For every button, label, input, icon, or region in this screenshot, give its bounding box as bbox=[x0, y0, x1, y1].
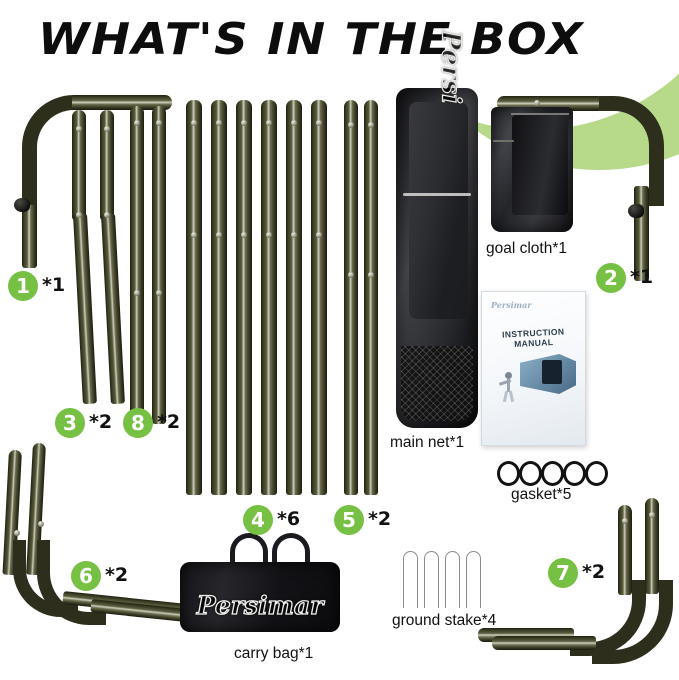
badge-part-4: 4 bbox=[243, 505, 273, 535]
badge-part-2: 2 bbox=[596, 263, 626, 293]
qty-part-6: *2 bbox=[105, 564, 129, 586]
qty-part-2: *1 bbox=[630, 266, 654, 288]
gasket-ring bbox=[497, 461, 520, 486]
ground-stake bbox=[445, 551, 460, 608]
badge-part-8: 8 bbox=[123, 408, 153, 438]
caption-gasket: gasket*5 bbox=[511, 486, 572, 503]
carry-bag-brand: Persimar bbox=[196, 591, 324, 621]
manual-player-figure bbox=[498, 372, 520, 403]
main-net-bag: Persi bbox=[396, 30, 478, 428]
goal-cloth-panel bbox=[512, 114, 569, 215]
caption-goal-cloth: goal cloth*1 bbox=[486, 240, 568, 257]
badge-part-1: 1 bbox=[8, 271, 38, 301]
qty-part-4: *6 bbox=[277, 508, 301, 530]
gasket-ring bbox=[585, 461, 608, 486]
badge-part-6: 6 bbox=[71, 561, 101, 591]
net-bag-panel bbox=[409, 101, 469, 320]
badge-part-5: 5 bbox=[334, 505, 364, 535]
ground-stake bbox=[466, 551, 481, 608]
gasket-ring bbox=[541, 461, 564, 486]
goal-cloth-zipper bbox=[510, 113, 569, 116]
goal-cloth bbox=[491, 107, 573, 232]
carry-bag-handle-right bbox=[272, 533, 310, 568]
gasket-ring bbox=[563, 461, 586, 486]
caption-carry-bag: carry bag*1 bbox=[234, 645, 314, 662]
qty-part-7: *2 bbox=[582, 561, 606, 583]
net-bag-strap bbox=[402, 193, 472, 197]
carry-bag-handle-left bbox=[230, 533, 268, 568]
qty-part-1: *1 bbox=[42, 274, 66, 296]
ground-stake bbox=[403, 551, 418, 608]
caption-main-net: main net*1 bbox=[390, 434, 465, 451]
qty-part-5: *2 bbox=[368, 508, 392, 530]
caption-ground-stake: ground stake*4 bbox=[392, 612, 497, 629]
manual-goal-target bbox=[542, 360, 562, 384]
manual-goal-illustration bbox=[494, 348, 577, 410]
badge-part-3: 3 bbox=[55, 408, 85, 438]
carry-bag: Persimar bbox=[180, 562, 340, 632]
badge-part-7: 7 bbox=[548, 558, 578, 588]
gasket-ring bbox=[519, 461, 542, 486]
goal-cloth-cord bbox=[492, 139, 514, 142]
manual-brand-logo: Persimar bbox=[491, 300, 532, 310]
ground-stake bbox=[424, 551, 439, 608]
qty-part-8: *2 bbox=[157, 411, 181, 433]
manual-title: INSTRUCTION MANUAL bbox=[501, 326, 565, 350]
net-bag-brand: Persi bbox=[435, 30, 466, 105]
instruction-manual: Persimar INSTRUCTION MANUAL bbox=[481, 291, 586, 446]
qty-part-3: *2 bbox=[89, 411, 113, 433]
net-bag-mesh-pocket bbox=[400, 346, 474, 422]
page-title: WHAT'S IN THE BOX bbox=[38, 14, 585, 65]
